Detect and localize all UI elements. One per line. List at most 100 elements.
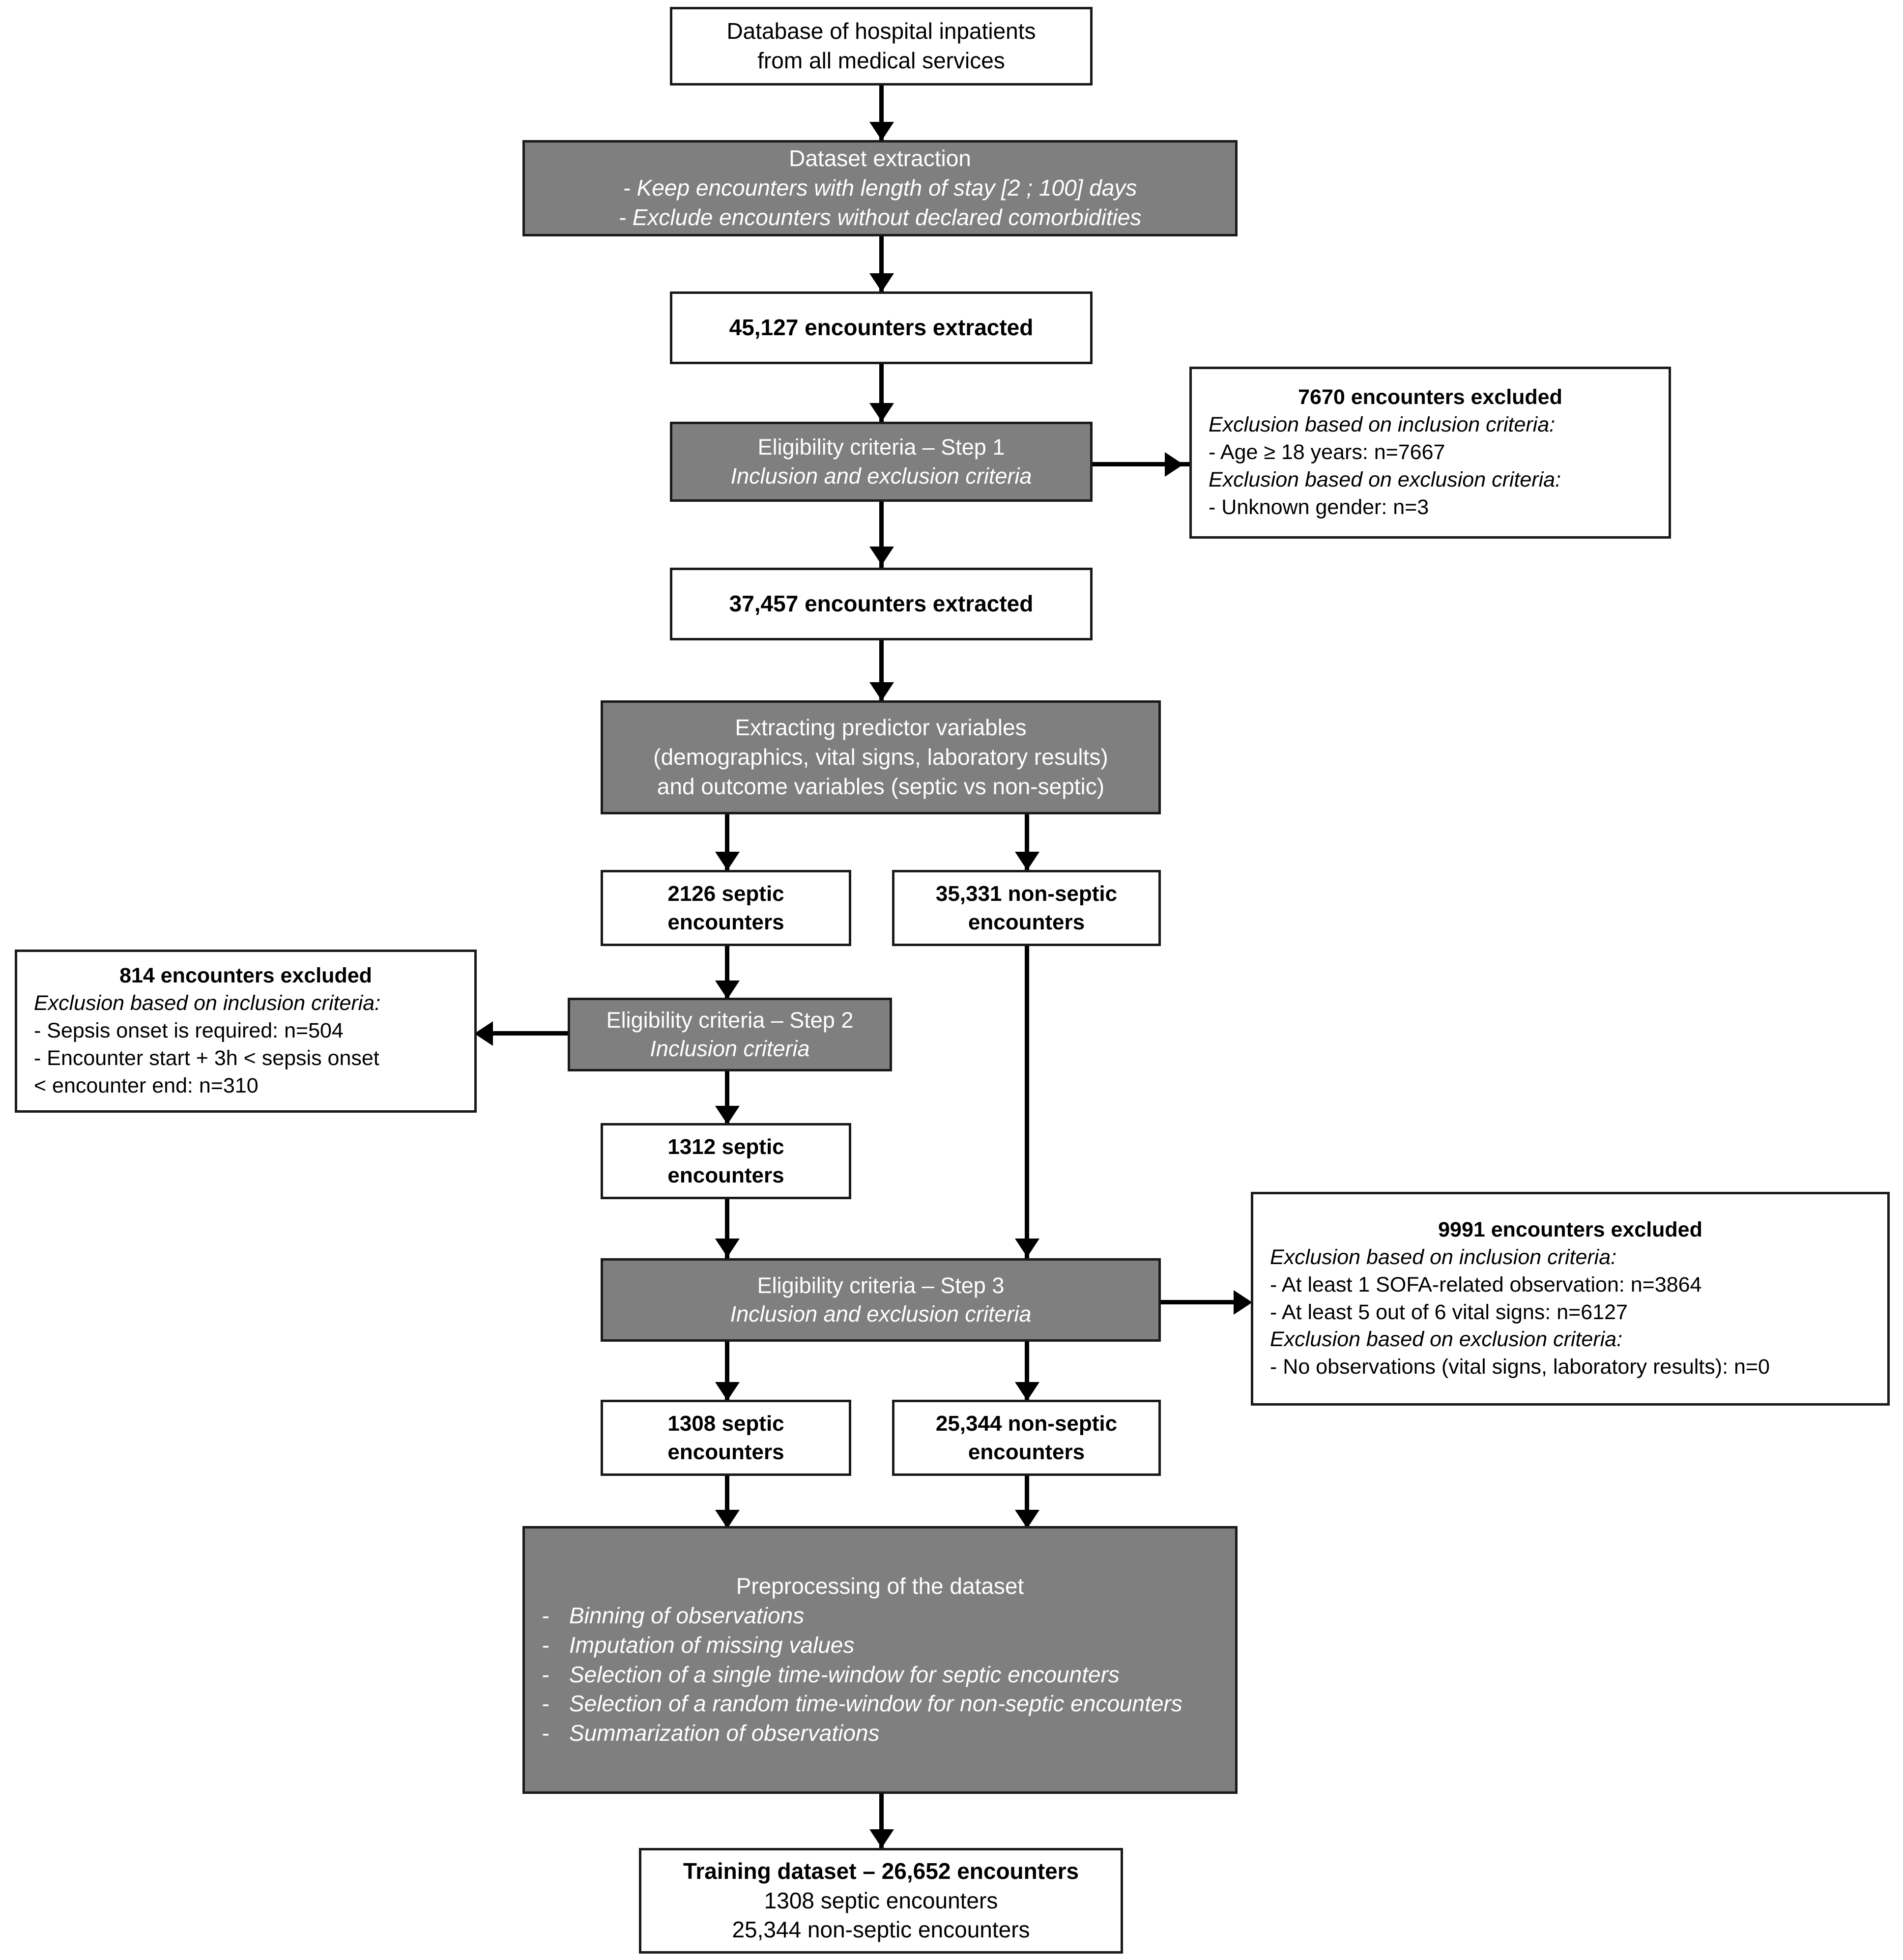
node-source-database[interactable]: Database of hospital inpatients from all… [670, 7, 1093, 86]
arrowhead-step1-to-37457 [869, 547, 894, 565]
encounters-45127-label: 45,127 encounters extracted [729, 315, 1034, 341]
connector-septic2126-to-step2 [725, 946, 729, 998]
connector-nonseptic25344-to-preprocessing [1025, 1474, 1029, 1526]
connector-step3-to-excluded9991 [1160, 1300, 1248, 1304]
eligibility-step-3-subtitle: Inclusion and exclusion criteria [730, 1301, 1032, 1326]
node-eligibility-step-2[interactable]: Eligibility criteria – Step 2 Inclusion … [568, 998, 892, 1071]
eligibility-step-3-title: Eligibility criteria – Step 3 [757, 1272, 1005, 1298]
dataset-extraction-rule-2: - Exclude encounters without declared co… [618, 204, 1142, 230]
node-encounters-45127[interactable]: 45,127 encounters extracted [670, 291, 1093, 364]
connector-nonseptic35331-to-step3 [1025, 946, 1029, 1258]
preprocessing-item-text: Selection of a random time-window for no… [569, 1691, 1182, 1717]
node-eligibility-step-3[interactable]: Eligibility criteria – Step 3 Inclusion … [601, 1258, 1161, 1342]
arrowhead-step3-to-septic1308 [715, 1382, 740, 1401]
connector-preprocessing-to-training [879, 1794, 884, 1848]
arrowhead-nonseptic35331-to-step3 [1015, 1239, 1039, 1257]
preprocessing-bullet-item: - Selection of a random time-window for … [525, 1689, 1235, 1719]
node-encounters-37457[interactable]: 37,457 encounters extracted [670, 568, 1093, 640]
node-training-dataset[interactable]: Training dataset – 26,652 encounters 130… [639, 1848, 1123, 1954]
training-dataset-line-2: 1308 septic encounters [764, 1887, 998, 1913]
connector-45127-to-step1 [879, 364, 884, 423]
nonseptic-35331-line-1: 35,331 non-septic [935, 882, 1118, 906]
arrowhead-step2-to-septic1312 [715, 1106, 740, 1124]
node-dataset-extraction[interactable]: Dataset extraction - Keep encounters wit… [522, 140, 1238, 236]
node-excluded-9991[interactable]: 9991 encounters excluded Exclusion based… [1251, 1192, 1890, 1406]
septic-2126-line-1: 2126 septic [667, 882, 784, 906]
excluded-9991-title: 9991 encounters excluded [1438, 1217, 1702, 1241]
septic-2126-line-2: encounters [667, 910, 784, 934]
connector-step3-to-nonseptic25344 [1025, 1342, 1029, 1401]
connector-step1-to-37457 [879, 501, 884, 568]
node-nonseptic-35331[interactable]: 35,331 non-septic encounters [892, 870, 1161, 946]
connector-step2-to-septic1312 [725, 1071, 729, 1123]
excluded-9991-item-no-observations: - No observations (vital signs, laborato… [1270, 1355, 1770, 1379]
arrowhead-source-to-extraction [869, 122, 894, 141]
connector-septic1312-to-step3 [725, 1199, 729, 1258]
arrowhead-step2-to-excluded814 [474, 1021, 493, 1046]
node-septic-1312[interactable]: 1312 septic encounters [601, 1123, 851, 1199]
excluded-7670-title: 7670 encounters excluded [1298, 385, 1562, 409]
bullet-dash-icon: - [542, 1720, 549, 1746]
arrowhead-extracting-to-nonseptic35331 [1015, 852, 1039, 870]
arrowhead-step1-to-excluded7670 [1165, 452, 1183, 477]
connector-step1-to-excluded7670 [1092, 462, 1190, 466]
excluded-7670-item-gender: - Unknown gender: n=3 [1209, 495, 1429, 519]
arrowhead-extraction-to-45127 [869, 273, 894, 292]
preprocessing-bullet-list: - Binning of observations - Imputation o… [525, 1601, 1235, 1748]
septic-1312-line-2: encounters [667, 1163, 784, 1187]
preprocessing-bullet-item: - Imputation of missing values [525, 1631, 1235, 1660]
node-excluded-7670[interactable]: 7670 encounters excluded Exclusion based… [1189, 367, 1671, 539]
eligibility-step-2-subtitle: Inclusion criteria [650, 1036, 810, 1061]
training-dataset-title: Training dataset – 26,652 encounters [683, 1858, 1079, 1884]
connector-extraction-to-45127 [879, 235, 884, 291]
dataset-extraction-rule-1: - Keep encounters with length of stay [2… [623, 175, 1137, 201]
septic-1308-line-2: encounters [667, 1440, 784, 1464]
excluded-814-item-onset: - Sepsis onset is required: n=504 [34, 1019, 344, 1043]
preprocessing-item-text: Imputation of missing values [569, 1632, 855, 1658]
arrowhead-septic1312-to-step3 [715, 1239, 740, 1257]
connector-source-to-extraction [879, 84, 884, 140]
excluded-7670-item-age: - Age ≥ 18 years: n=7667 [1209, 440, 1445, 464]
bullet-dash-icon: - [542, 1632, 549, 1658]
preprocessing-bullet-item: - Selection of a single time-window for … [525, 1660, 1235, 1690]
excluded-7670-heading-inclusion: Exclusion based on inclusion criteria: [1209, 413, 1556, 437]
eligibility-step-1-subtitle: Inclusion and exclusion criteria [730, 463, 1032, 489]
node-septic-2126[interactable]: 2126 septic encounters [601, 870, 851, 946]
excluded-9991-item-sofa: - At least 1 SOFA-related observation: n… [1270, 1272, 1702, 1297]
extracting-variables-line-3: and outcome variables (septic vs non-sep… [657, 773, 1105, 799]
encounters-37457-label: 37,457 encounters extracted [729, 591, 1034, 617]
eligibility-step-1-title: Eligibility criteria – Step 1 [757, 434, 1005, 460]
septic-1312-line-1: 1312 septic [667, 1135, 784, 1159]
extracting-variables-line-1: Extracting predictor variables [735, 715, 1027, 741]
nonseptic-25344-line-1: 25,344 non-septic [935, 1412, 1118, 1436]
connector-extracting-to-septic2126 [725, 813, 729, 870]
node-eligibility-step-1[interactable]: Eligibility criteria – Step 1 Inclusion … [670, 422, 1093, 502]
septic-1308-line-1: 1308 septic [667, 1412, 784, 1436]
preprocessing-item-text: Summarization of observations [569, 1720, 880, 1746]
node-extracting-variables[interactable]: Extracting predictor variables (demograp… [601, 700, 1161, 814]
excluded-9991-heading-exclusion: Exclusion based on exclusion criteria: [1270, 1327, 1623, 1352]
connector-step3-to-septic1308 [725, 1342, 729, 1401]
source-line-1: Database of hospital inpatients [726, 18, 1036, 44]
arrowhead-37457-to-extracting [869, 682, 894, 701]
bullet-dash-icon: - [542, 1661, 549, 1687]
nonseptic-35331-line-2: encounters [968, 910, 1085, 934]
connector-extracting-to-nonseptic35331 [1025, 813, 1029, 870]
node-preprocessing[interactable]: Preprocessing of the dataset - Binning o… [522, 1526, 1238, 1794]
arrowhead-45127-to-step1 [869, 403, 894, 422]
excluded-814-title: 814 encounters excluded [119, 964, 372, 988]
connector-septic1308-to-preprocessing [725, 1474, 729, 1526]
nonseptic-25344-line-2: encounters [968, 1440, 1085, 1464]
node-septic-1308[interactable]: 1308 septic encounters [601, 1400, 851, 1476]
training-dataset-line-3: 25,344 non-septic encounters [732, 1917, 1030, 1943]
arrowhead-septic1308-to-preprocessing [715, 1510, 740, 1528]
connector-37457-to-extracting [879, 639, 884, 700]
excluded-9991-heading-inclusion: Exclusion based on inclusion criteria: [1270, 1245, 1617, 1269]
excluded-814-item-window-line-1: - Encounter start + 3h < sepsis onset [34, 1046, 379, 1070]
arrowhead-septic2126-to-step2 [715, 980, 740, 999]
node-nonseptic-25344[interactable]: 25,344 non-septic encounters [892, 1400, 1161, 1476]
excluded-7670-heading-exclusion: Exclusion based on exclusion criteria: [1209, 467, 1561, 491]
arrowhead-preprocessing-to-training [869, 1829, 894, 1848]
node-excluded-814[interactable]: 814 encounters excluded Exclusion based … [15, 950, 477, 1113]
